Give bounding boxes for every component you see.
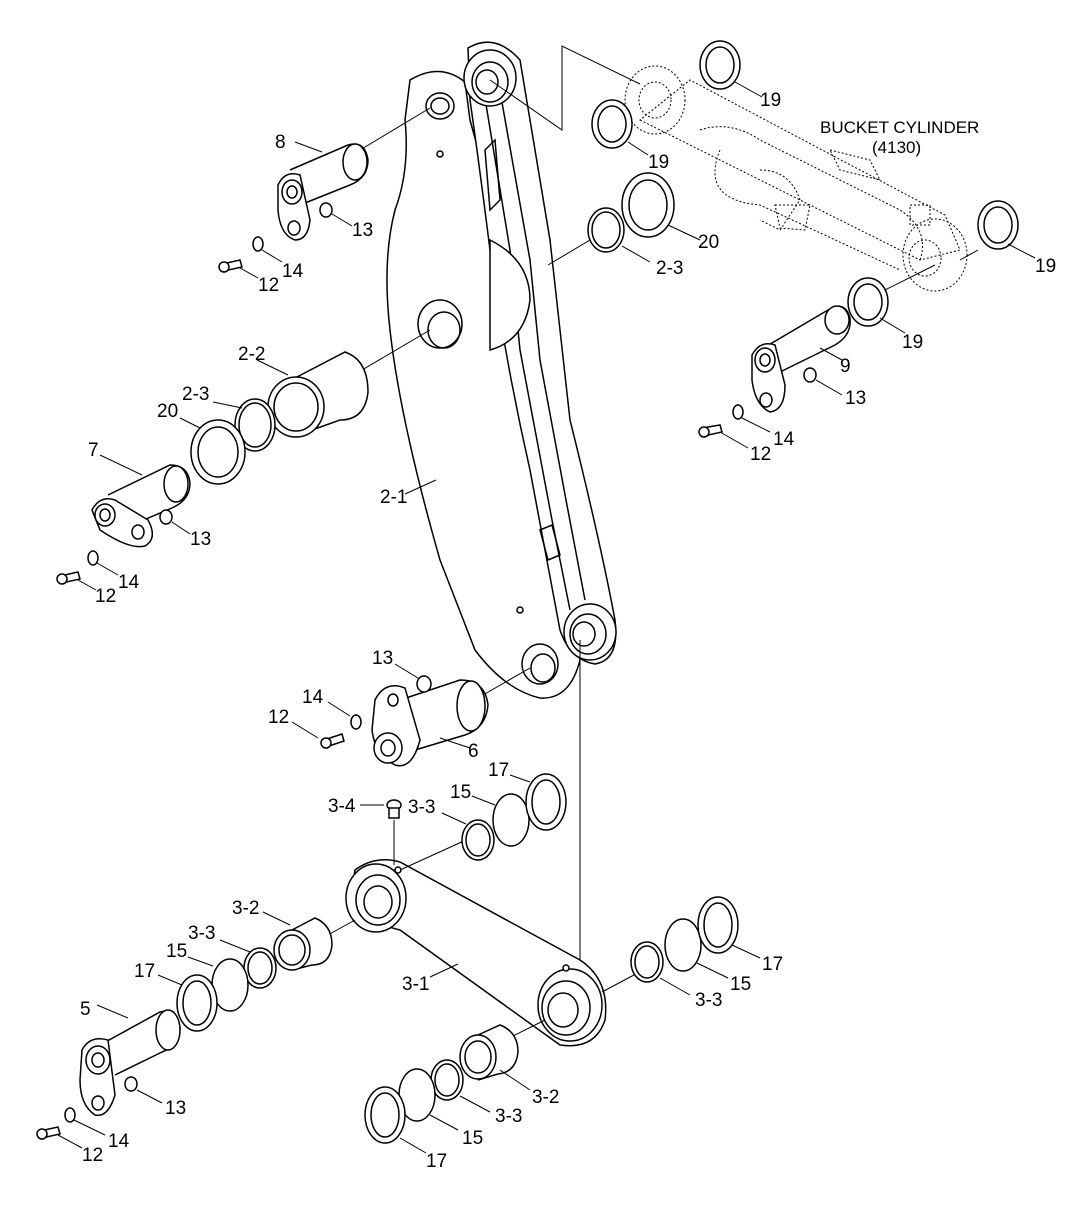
label-13-d: 13: [372, 648, 393, 669]
bolt-12-a: [218, 259, 243, 273]
nut-13-e: [124, 1076, 138, 1092]
label-3-3-b: 3-3: [188, 923, 215, 944]
washer-19-mid: [847, 277, 889, 327]
label-12-c: 12: [750, 444, 771, 465]
label-9: 9: [840, 356, 851, 377]
washer-14-c: [732, 404, 744, 420]
boom-arm: [386, 70, 581, 699]
label-14-b: 14: [118, 572, 140, 593]
pin-8: [277, 143, 369, 241]
washer-20-left: [190, 419, 246, 485]
washer-19-top: [699, 40, 741, 90]
nut-13-b: [159, 509, 173, 525]
label-20-a: 20: [698, 232, 719, 253]
label-14-a: 14: [282, 261, 304, 282]
label-3-1: 3-1: [402, 974, 429, 995]
link-3-1: [345, 859, 607, 1047]
bolt-12-d: [320, 733, 345, 749]
label-15-a: 15: [450, 782, 471, 803]
washer-14-a: [252, 236, 264, 252]
ring-3-3-b: [243, 947, 277, 989]
pin-9: [751, 305, 851, 413]
label-13-c: 13: [845, 388, 866, 409]
label-14-c: 14: [773, 429, 795, 450]
bushing-3-2-b: [459, 1024, 519, 1081]
label-5: 5: [80, 999, 91, 1020]
label-12-b: 12: [95, 586, 116, 607]
bushing-3-2-a: [273, 917, 333, 971]
label-2-3-a: 2-3: [656, 258, 683, 279]
washer-19-left: [591, 99, 633, 149]
bolt-12-e: [36, 1126, 61, 1140]
label-13-b: 13: [190, 529, 211, 550]
seal-17-b: [176, 974, 218, 1032]
ring-3-3-c: [630, 941, 664, 983]
label-17-d: 17: [426, 1151, 447, 1172]
label-17-b: 17: [134, 961, 155, 982]
washer-19-right: [977, 200, 1019, 250]
label-14-d: 14: [302, 687, 324, 708]
label-8: 8: [275, 132, 286, 153]
pin-7: [91, 464, 191, 548]
washer-14-e: [64, 1107, 76, 1123]
label-7: 7: [88, 440, 99, 461]
nut-13-c: [803, 367, 817, 383]
seal-17-c: [697, 896, 739, 954]
pin-6: [371, 679, 489, 767]
ring-2-3-top: [587, 207, 625, 253]
label-15-c: 15: [730, 974, 751, 995]
label-15-d: 15: [462, 1128, 483, 1149]
ring-3-3-a: [461, 819, 495, 861]
label-17-c: 17: [762, 954, 783, 975]
nut-13-d: [416, 675, 432, 693]
label-17-a: 17: [488, 760, 509, 781]
grease-nipple-3-4: [386, 799, 402, 819]
label-19-c: 19: [1035, 256, 1056, 277]
bucket-cylinder-ref: (4130): [872, 138, 921, 157]
label-19-a: 19: [760, 90, 781, 111]
label-15-b: 15: [166, 941, 187, 962]
label-19-d: 19: [902, 332, 923, 353]
label-3-3-d: 3-3: [495, 1106, 522, 1127]
nut-13-a: [319, 202, 333, 218]
label-3-2-a: 3-2: [232, 898, 259, 919]
seal-17-d: [364, 1086, 406, 1144]
washer-20-top: [621, 172, 675, 238]
label-2-2: 2-2: [238, 344, 265, 365]
label-13-e: 13: [165, 1098, 186, 1119]
washer-14-b: [87, 550, 99, 566]
label-3-3-a: 3-3: [408, 797, 435, 818]
label-12-d: 12: [268, 707, 289, 728]
label-13-a: 13: [352, 220, 373, 241]
oring-15-a: [492, 793, 530, 847]
label-6: 6: [468, 741, 479, 762]
bucket-cylinder: [624, 65, 968, 292]
label-19-b: 19: [648, 152, 669, 173]
bellcrank-link: [463, 41, 617, 665]
bolt-12-b: [56, 571, 81, 585]
label-20-b: 20: [157, 401, 178, 422]
label-2-1: 2-1: [380, 487, 407, 508]
bolt-12-c: [698, 424, 723, 438]
oring-15-c: [664, 918, 702, 972]
label-2-3-b: 2-3: [182, 384, 209, 405]
ring-3-3-d: [430, 1059, 464, 1101]
bushing-2-2: [267, 351, 369, 438]
label-12-e: 12: [82, 1145, 103, 1166]
ring-2-3-left: [234, 398, 276, 452]
label-3-2-b: 3-2: [532, 1087, 559, 1108]
label-3-4: 3-4: [328, 796, 356, 817]
label-12-a: 12: [258, 275, 279, 296]
pin-5: [79, 1009, 181, 1117]
seal-17-a: [525, 773, 567, 831]
bucket-cylinder-title: BUCKET CYLINDER: [820, 118, 979, 137]
label-14-e: 14: [108, 1131, 130, 1152]
label-3-3-c: 3-3: [695, 990, 722, 1011]
washer-14-d: [350, 714, 362, 730]
